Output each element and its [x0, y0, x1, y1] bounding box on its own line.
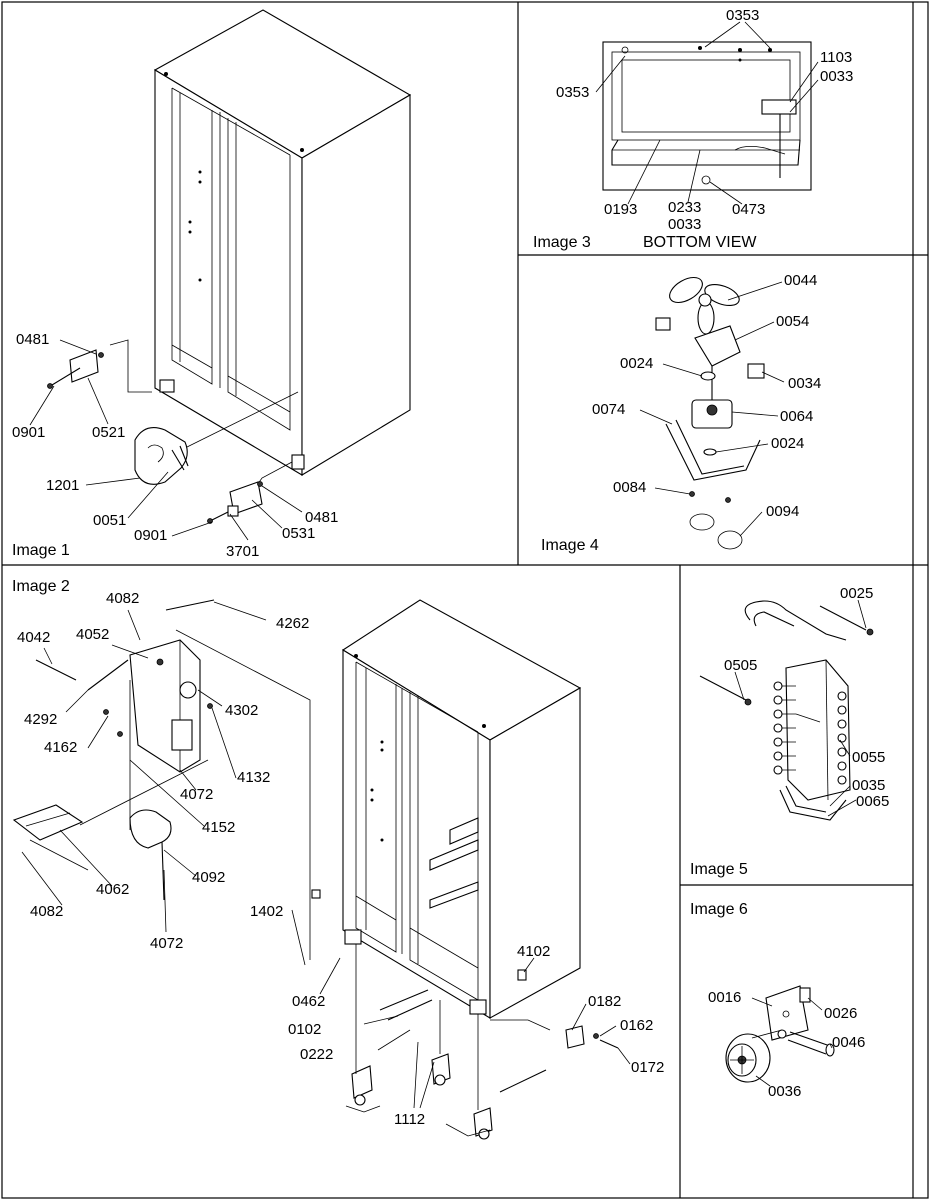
part-label: 0222 [300, 1046, 333, 1063]
part-label: 0094 [766, 503, 799, 520]
image4-leader-lines [639, 281, 785, 537]
part-label: 0074 [592, 401, 625, 418]
image6-leader-lines [751, 997, 833, 1087]
part-label: 0084 [613, 479, 646, 496]
image3-part-labels: 0353 0353 1103 0033 0193 0233 0033 0473 [556, 7, 853, 233]
image2-panel: 4082 4262 4042 4052 4302 4292 4162 4132 … [12, 578, 664, 1140]
part-label: 4062 [96, 881, 129, 898]
part-label: 4162 [44, 739, 77, 756]
part-label: 0505 [724, 657, 757, 674]
part-label: 4092 [192, 869, 225, 886]
part-label: 0182 [588, 993, 621, 1010]
part-label: 0044 [784, 272, 817, 289]
part-label: 1112 [394, 1111, 425, 1128]
image1-panel: 0481 0901 0521 1201 0051 0901 3701 0531 … [12, 9, 412, 560]
image1-hinge-parts [47, 349, 263, 524]
part-label: 0481 [16, 331, 49, 348]
part-label: 0065 [856, 793, 889, 810]
part-label: 0026 [824, 1005, 857, 1022]
image1-leader-lines [29, 339, 303, 541]
part-label: 0901 [134, 527, 167, 544]
part-label: 0033 [668, 216, 701, 233]
part-label: 0473 [732, 201, 765, 218]
part-label: 0102 [288, 1021, 321, 1038]
part-label: 0353 [726, 7, 759, 24]
part-label: 0016 [708, 989, 741, 1006]
image4-panel: 0044 0054 0024 0034 0074 0064 0024 0084 … [541, 272, 821, 554]
image5-evaporator-drawing [699, 600, 874, 821]
part-label: 0193 [604, 201, 637, 218]
image4-title: Image 4 [541, 537, 599, 554]
image2-title: Image 2 [12, 578, 70, 595]
part-label: 0036 [768, 1083, 801, 1100]
part-label: 0481 [305, 509, 338, 526]
image2-part-labels: 4082 4262 4042 4052 4302 4292 4162 4132 … [17, 590, 664, 1128]
image2-roller-parts-drawing [345, 944, 619, 1140]
image6-part-labels: 0016 0026 0046 0036 [708, 989, 865, 1100]
part-label: 4072 [180, 786, 213, 803]
image3-panel: 0353 0353 1103 0033 0193 0233 0033 0473 … [533, 7, 853, 251]
part-label: 4262 [276, 615, 309, 632]
part-label: 0054 [776, 313, 809, 330]
image6-roller-drawing [725, 985, 835, 1083]
image5-panel: 0025 0505 0055 0035 0065 Image 5 [690, 585, 889, 878]
part-label: 4042 [17, 629, 50, 646]
part-label: 0033 [820, 68, 853, 85]
part-label: 0024 [620, 355, 653, 372]
image5-part-labels: 0025 0505 0055 0035 0065 [724, 585, 889, 810]
part-label: 0521 [92, 424, 125, 441]
part-label: 4292 [24, 711, 57, 728]
part-label: 0024 [771, 435, 804, 452]
part-label: 0035 [852, 777, 885, 794]
part-label: 0462 [292, 993, 325, 1010]
image1-title: Image 1 [12, 542, 70, 559]
part-label: 0064 [780, 408, 813, 425]
part-label: 4072 [150, 935, 183, 952]
image5-leader-lines [734, 599, 867, 817]
part-label: 4052 [76, 626, 109, 643]
part-label: 0051 [93, 512, 126, 529]
image2-dispenser-parts-drawing [12, 599, 311, 960]
image3-leader-lines [595, 21, 819, 205]
image1-part-labels: 0481 0901 0521 1201 0051 0901 3701 0531 … [12, 331, 338, 560]
part-label: 1201 [46, 477, 79, 494]
part-label: 1402 [250, 903, 283, 920]
image3-bottom-view-drawing [602, 41, 812, 191]
image4-fan-assembly-drawing [655, 276, 765, 550]
image2-cabinet-drawing [311, 599, 582, 1019]
image5-title: Image 5 [690, 861, 748, 878]
part-label: 4132 [237, 769, 270, 786]
part-label: 3701 [226, 543, 259, 560]
part-label: 4082 [106, 590, 139, 607]
image3-title: Image 3 [533, 234, 591, 251]
part-label: 0025 [840, 585, 873, 602]
image3-subtitle: BOTTOM VIEW [643, 234, 757, 251]
part-label: 0055 [852, 749, 885, 766]
image2-leader-lines [21, 601, 631, 1109]
part-label: 0162 [620, 1017, 653, 1034]
image1-cabinet-drawing [109, 9, 412, 499]
part-label: 0046 [832, 1034, 865, 1051]
part-label: 0901 [12, 424, 45, 441]
image6-panel: 0016 0026 0046 0036 Image 6 [690, 901, 865, 1100]
part-label: 4152 [202, 819, 235, 836]
image4-part-labels: 0044 0054 0024 0034 0074 0064 0024 0084 … [592, 272, 821, 520]
part-label: 0353 [556, 84, 589, 101]
part-label: 0233 [668, 199, 701, 216]
part-label: 0531 [282, 525, 315, 542]
part-label: 4302 [225, 702, 258, 719]
part-label: 0034 [788, 375, 821, 392]
part-label: 1103 [820, 49, 852, 66]
part-label: 0172 [631, 1059, 664, 1076]
image6-title: Image 6 [690, 901, 748, 918]
part-label: 4102 [517, 943, 550, 960]
part-label: 4082 [30, 903, 63, 920]
